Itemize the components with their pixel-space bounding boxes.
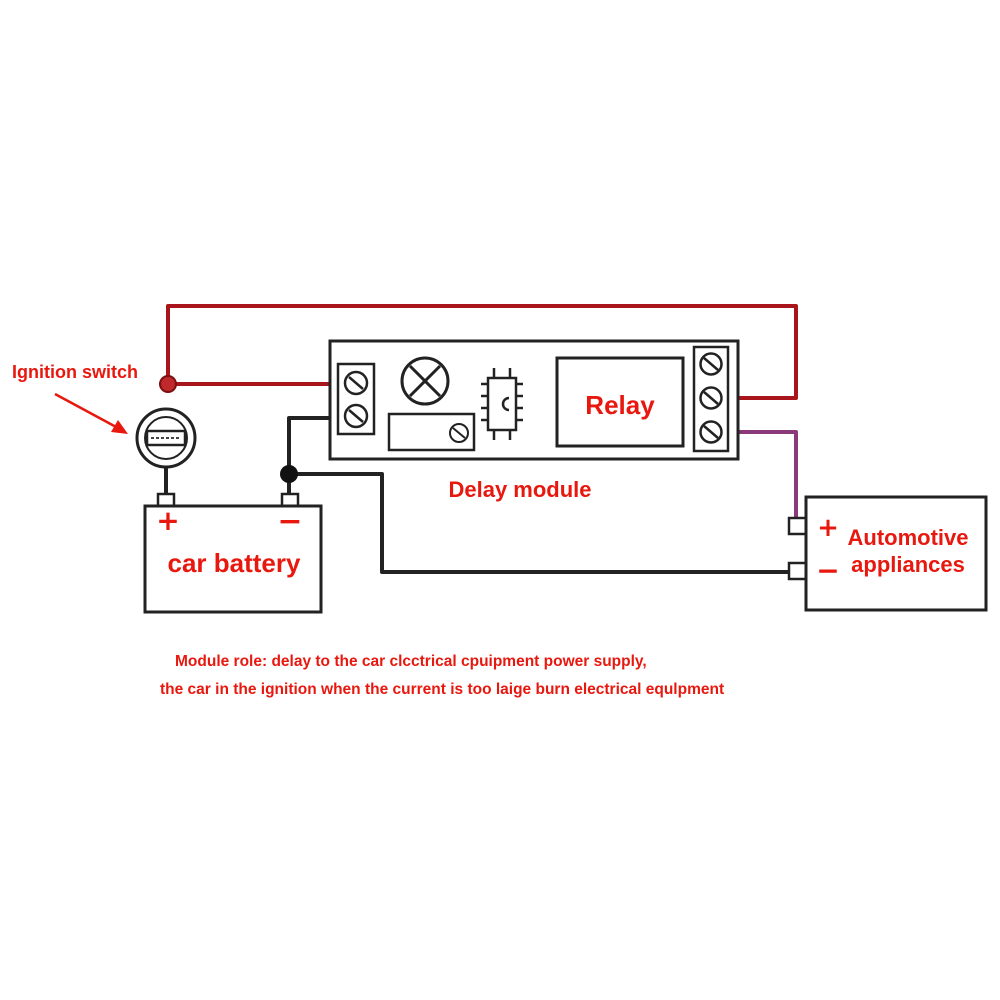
- ignition-switch-label: Ignition switch: [12, 362, 138, 382]
- potentiometer-icon: [387, 412, 476, 452]
- wire-relay-to-appliances: [728, 430, 798, 518]
- car-battery: [143, 492, 323, 614]
- module-role-note-line1: Module role: delay to the car clcctrical…: [175, 653, 647, 670]
- ignition-junction: [159, 375, 177, 393]
- module-role-note-line2: the car in the ignition when the current…: [160, 681, 724, 698]
- relay-label: Relay: [585, 390, 655, 420]
- wire-ground-to-appliances: [289, 472, 794, 574]
- delay-module-label: Delay module: [448, 477, 591, 502]
- ignition-switch-icon: [135, 407, 197, 469]
- delay-module: Relay: [328, 339, 740, 461]
- wires: [164, 304, 798, 574]
- car-battery-label: car battery: [168, 548, 301, 578]
- ic-chip-icon: [481, 368, 523, 440]
- appliances-plus-sign: +: [817, 513, 839, 543]
- battery-minus-sign: −: [277, 504, 302, 539]
- wire-module-ground: [287, 416, 342, 474]
- screw-icon: [343, 403, 369, 429]
- appliances-label-line1: Automotive: [848, 525, 969, 550]
- relay: [555, 356, 685, 448]
- appliances-label-line2: appliances: [851, 552, 965, 577]
- appliances-minus-sign: −: [816, 554, 839, 587]
- screw-icon: [699, 352, 723, 376]
- screw-icon: [699, 386, 723, 410]
- battery-plus-sign: +: [156, 504, 179, 537]
- wire-ignition-to-relay: [166, 304, 798, 400]
- ground-junction: [280, 465, 298, 483]
- arrow-icon: [54, 392, 128, 434]
- screw-icon: [343, 370, 369, 396]
- indicator-lamp-icon: [400, 356, 450, 406]
- automotive-appliances: [787, 495, 988, 612]
- screw-icon: [699, 420, 723, 444]
